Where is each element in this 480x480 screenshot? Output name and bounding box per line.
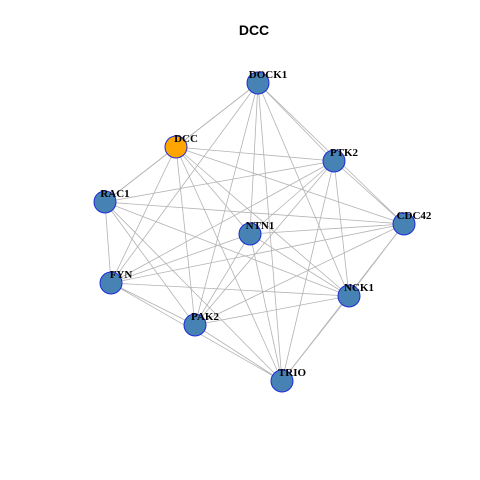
edge-ntn1-trio	[249, 233, 283, 382]
node-cdc42[interactable]	[392, 212, 416, 236]
edge-ptk2-cdc42	[333, 160, 405, 225]
node-label-rac1: RAC1	[100, 188, 129, 200]
edge-fyn-pak2	[110, 282, 196, 326]
node-pak2[interactable]	[183, 313, 207, 337]
edge-ptk2-nck1	[333, 160, 350, 297]
edge-rac1-pak2	[104, 201, 196, 326]
edge-dock1-ptk2	[257, 82, 335, 162]
edge-ntn1-nck1	[249, 233, 350, 297]
edge-ntn1-fyn	[110, 233, 251, 284]
edge-dock1-pak2	[194, 82, 259, 326]
edge-dcc-fyn	[110, 146, 177, 284]
edge-cdc42-fyn	[110, 223, 405, 284]
node-label-cdc42: CDC42	[397, 210, 432, 222]
edge-dcc-pak2	[175, 146, 196, 326]
node-label-pak2: PAK2	[191, 311, 219, 323]
edge-dcc-ntn1	[175, 146, 251, 235]
node-rac1[interactable]	[93, 190, 117, 214]
node-label-ptk2: PTK2	[330, 147, 359, 159]
node-label-dcc: DCC	[174, 133, 198, 145]
node-ntn1[interactable]	[238, 222, 262, 246]
edge-layer	[104, 82, 405, 382]
node-layer	[93, 71, 416, 393]
edge-fyn-nck1	[110, 282, 350, 297]
node-label-nck1: NCK1	[344, 282, 374, 294]
node-label-ntn1: NTN1	[246, 220, 275, 232]
edge-dock1-trio	[257, 82, 283, 382]
edge-ptk2-fyn	[110, 160, 335, 284]
edge-ptk2-rac1	[104, 160, 335, 203]
graph-title: DCC	[239, 22, 269, 38]
node-dock1[interactable]	[246, 71, 270, 95]
edge-dcc-rac1	[104, 146, 177, 203]
edge-rac1-trio	[104, 201, 283, 382]
edge-nck1-trio	[281, 295, 350, 382]
node-ptk2[interactable]	[322, 149, 346, 173]
edge-dock1-nck1	[257, 82, 350, 297]
edge-pak2-trio	[194, 324, 283, 382]
edge-rac1-cdc42	[104, 201, 405, 225]
edge-nck1-pak2	[194, 295, 350, 326]
node-trio[interactable]	[270, 369, 294, 393]
edge-ptk2-ntn1	[249, 160, 335, 235]
node-label-dock1: DOCK1	[249, 69, 288, 81]
edge-cdc42-ntn1	[249, 223, 405, 235]
edge-dcc-ptk2	[175, 146, 335, 162]
edge-dock1-fyn	[110, 82, 259, 284]
node-label-fyn: FYN	[110, 269, 133, 281]
node-label-trio: TRIO	[278, 367, 307, 379]
edge-dcc-nck1	[175, 146, 350, 297]
edge-ntn1-pak2	[194, 233, 251, 326]
node-fyn[interactable]	[99, 271, 123, 295]
node-dcc[interactable]	[164, 135, 188, 159]
edge-ptk2-trio	[281, 160, 335, 382]
edge-dock1-ntn1	[249, 82, 259, 235]
edge-cdc42-pak2	[194, 223, 405, 326]
edge-rac1-fyn	[104, 201, 112, 284]
node-nck1[interactable]	[337, 284, 361, 308]
edge-rac1-nck1	[104, 201, 350, 297]
